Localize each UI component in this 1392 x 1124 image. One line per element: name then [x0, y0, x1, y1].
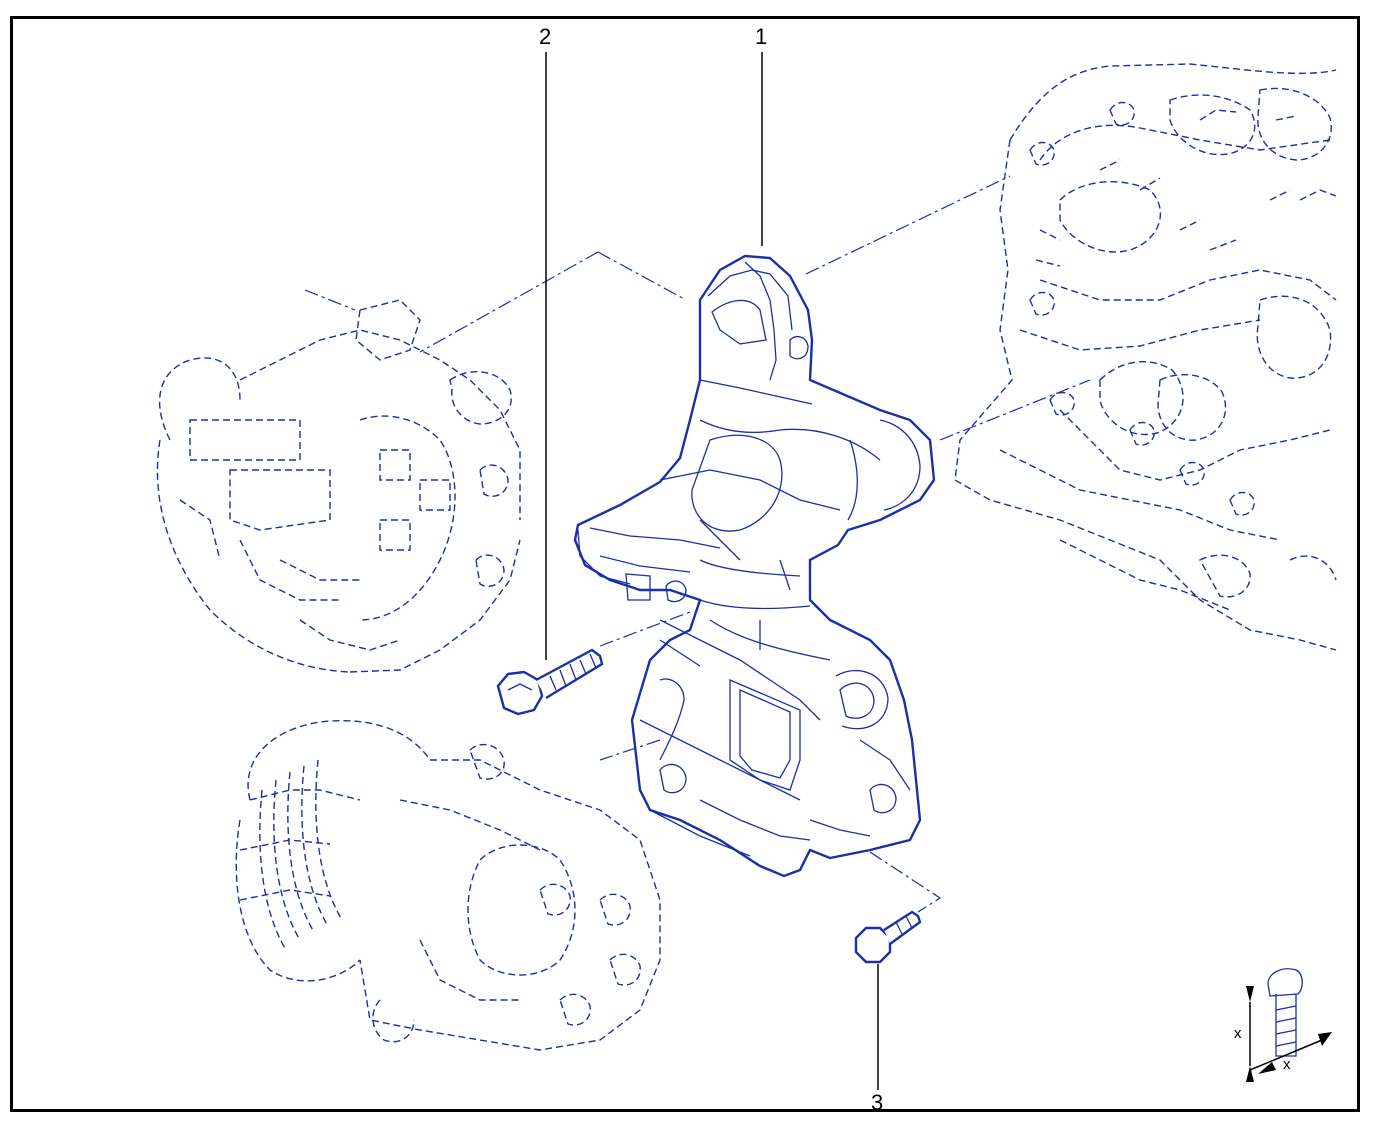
compressor-ghost	[235, 719, 661, 1051]
engine-block-ghost	[954, 63, 1337, 651]
dimension-symbol	[1267, 968, 1303, 1057]
callout-label-1: 1	[755, 24, 768, 49]
alignment-lines	[304, 175, 1091, 913]
callout-label-3: 3	[871, 1090, 884, 1115]
callout-label-2: 2	[539, 24, 552, 49]
mounting-bracket	[573, 254, 936, 878]
bolt-2	[496, 648, 604, 716]
alternator-ghost	[156, 299, 521, 673]
dimension-x-vertical-label: x	[1234, 1025, 1242, 1042]
dimension-arrows	[1246, 986, 1332, 1082]
dimension-x-horizontal-label: x	[1283, 1056, 1291, 1073]
bolt-3	[854, 910, 922, 964]
leader-lines	[545, 52, 1323, 1090]
